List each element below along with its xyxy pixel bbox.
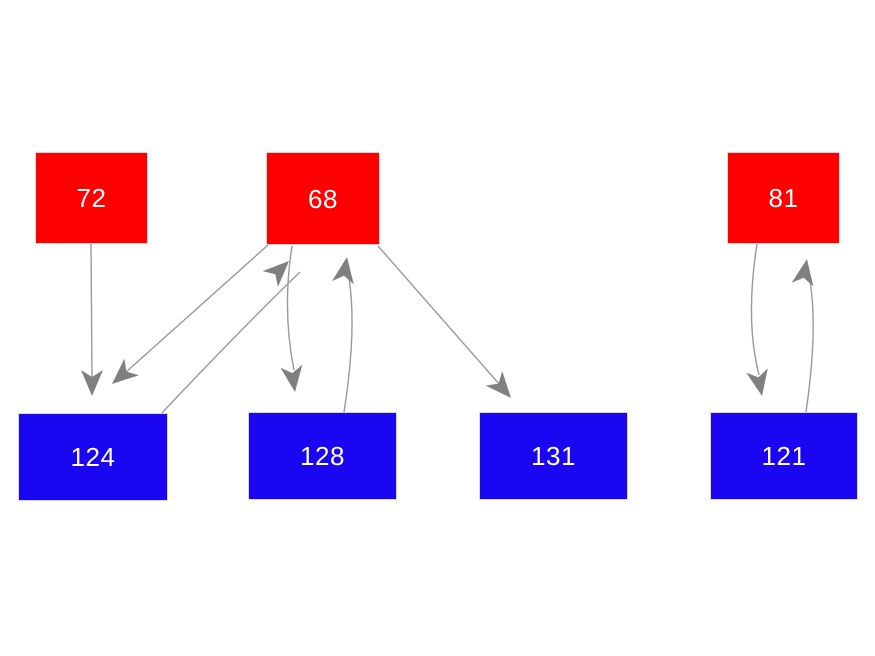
edge-line — [750, 243, 760, 376]
arrowhead-icon — [81, 370, 103, 396]
graph-node-68[interactable]: 68 — [266, 152, 380, 245]
graph-edge-68-to-128 — [280, 245, 303, 392]
graph-node-128[interactable]: 128 — [248, 412, 397, 500]
arrowhead-icon — [112, 358, 139, 384]
graph-edge-72-to-124 — [81, 243, 103, 396]
edge-line — [124, 244, 269, 374]
node-label: 124 — [70, 442, 116, 472]
node-label: 121 — [761, 441, 807, 471]
arrowhead-icon — [280, 364, 303, 392]
node-label: 131 — [531, 441, 576, 471]
edge-line — [286, 245, 295, 371]
node-label: 128 — [300, 441, 345, 471]
edge-line — [343, 277, 353, 413]
graph-node-124[interactable]: 124 — [18, 413, 168, 501]
arrowhead-icon — [791, 259, 814, 287]
graph-node-121[interactable]: 121 — [710, 412, 858, 500]
edge-line — [90, 243, 93, 379]
graph-node-72[interactable]: 72 — [35, 152, 148, 244]
node-label: 81 — [768, 183, 799, 213]
graph-node-81[interactable]: 81 — [727, 152, 840, 244]
edge-line — [377, 245, 501, 386]
arrowhead-icon — [485, 371, 511, 398]
graph-edge-68-to-131 — [377, 245, 511, 398]
graph-edge-68-to-124 — [112, 244, 269, 384]
edge-line — [805, 280, 814, 413]
arrowhead-icon — [746, 368, 768, 396]
arrowhead-icon — [332, 257, 354, 285]
arrowhead-icon — [262, 261, 289, 287]
graph-edge-128-to-68 — [332, 257, 354, 413]
graph-edge-124-to-68 — [159, 261, 301, 416]
node-label: 72 — [76, 183, 107, 213]
edge-line — [159, 271, 301, 416]
graph-edge-121-to-81 — [791, 259, 814, 413]
graph-edge-81-to-121 — [746, 243, 768, 396]
graph-node-131[interactable]: 131 — [479, 412, 628, 500]
node-label: 68 — [308, 183, 338, 214]
